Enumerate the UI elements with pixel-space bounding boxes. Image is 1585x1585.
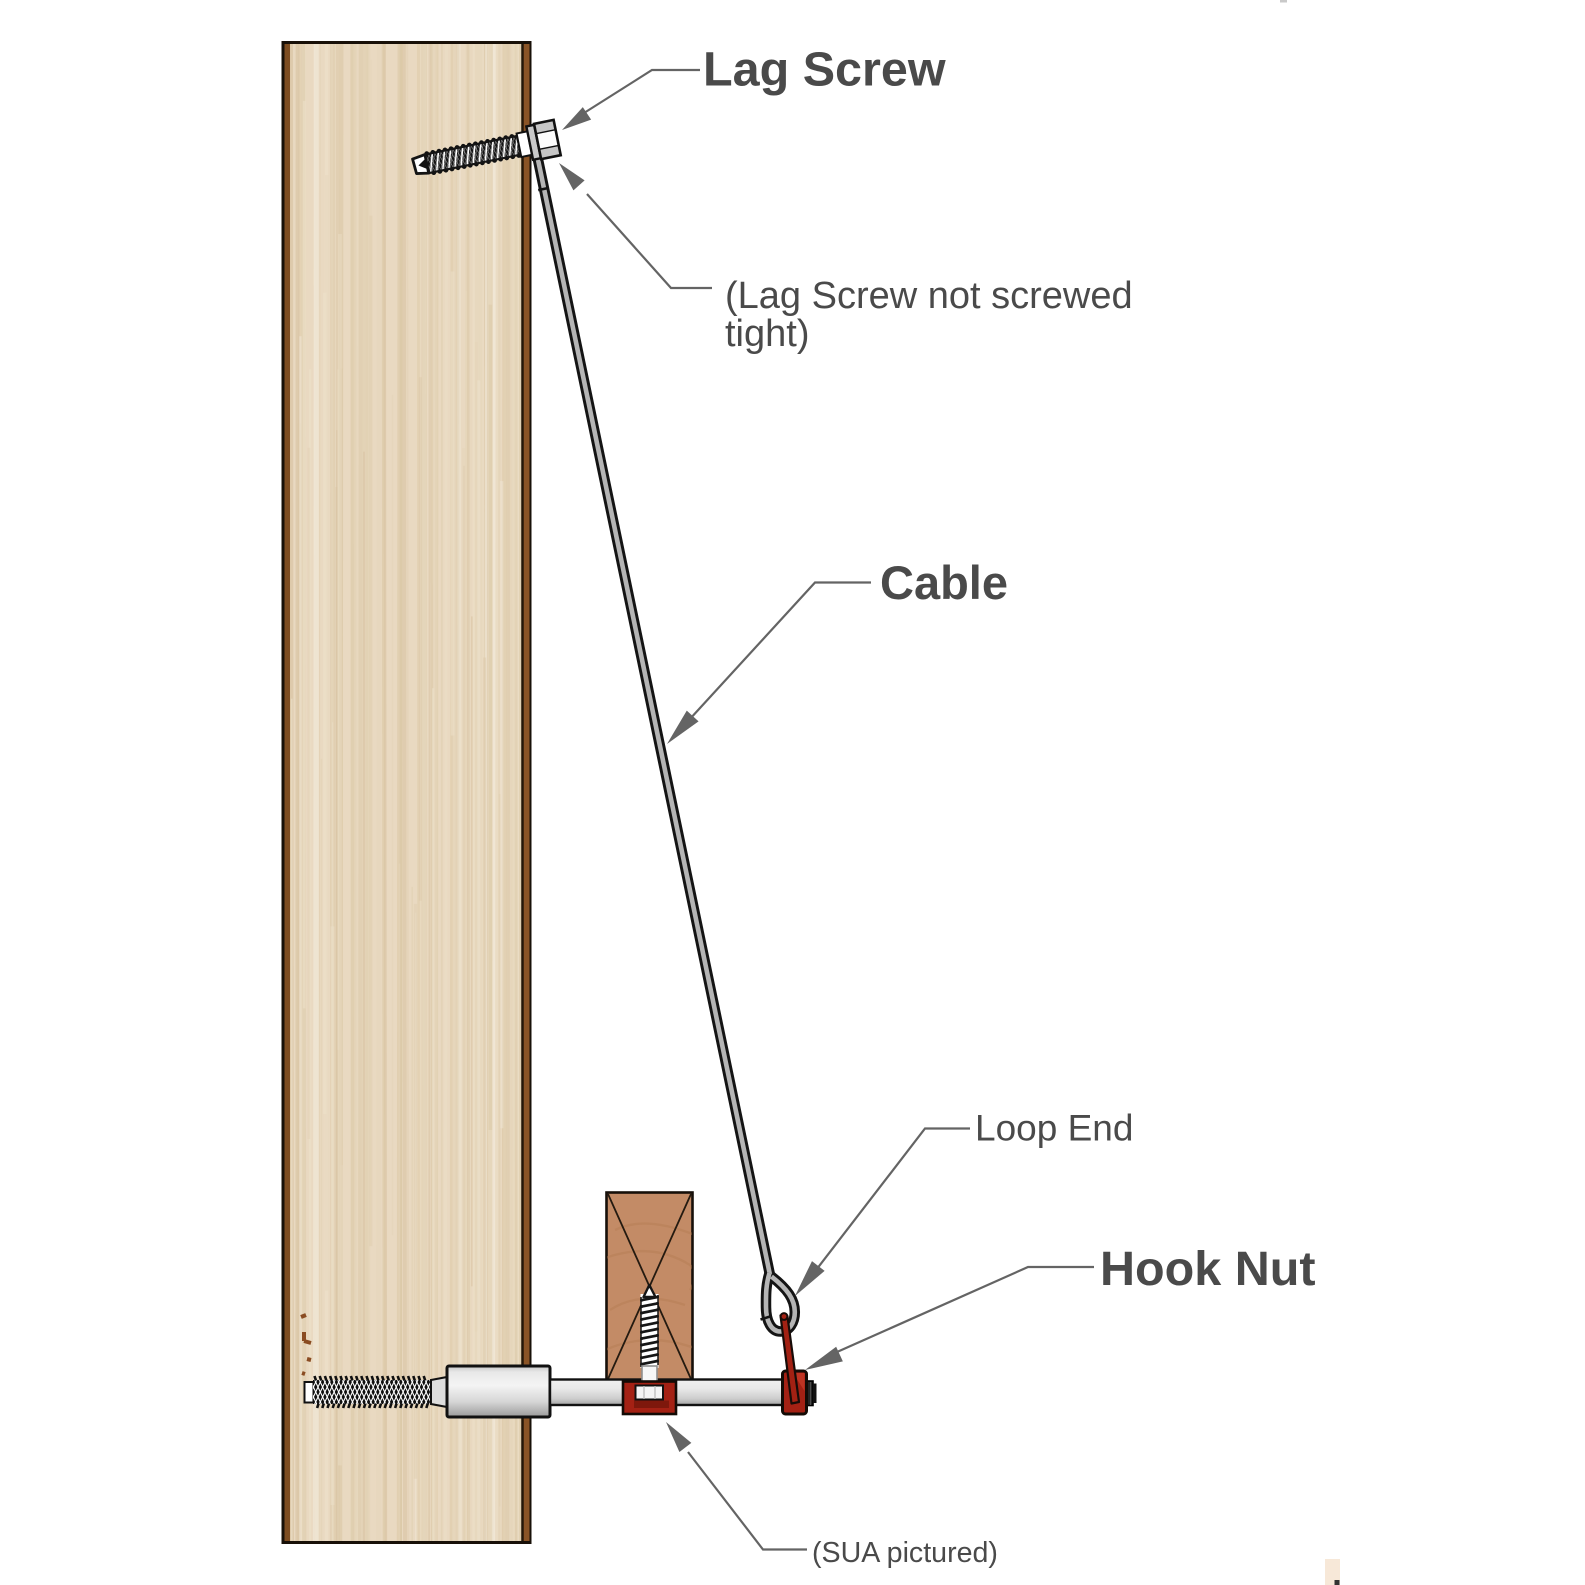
svg-text:(Lag Screw not screwed: (Lag Screw not screwed — [725, 275, 1133, 317]
svg-text:Loop End: Loop End — [975, 1108, 1133, 1149]
svg-text:Hook Nut: Hook Nut — [1100, 1242, 1316, 1296]
svg-text:tight): tight) — [725, 313, 809, 355]
svg-text:Lag Screw: Lag Screw — [703, 43, 946, 97]
svg-text:(SUA pictured): (SUA pictured) — [812, 1537, 998, 1569]
svg-text:Cable: Cable — [880, 556, 1008, 609]
